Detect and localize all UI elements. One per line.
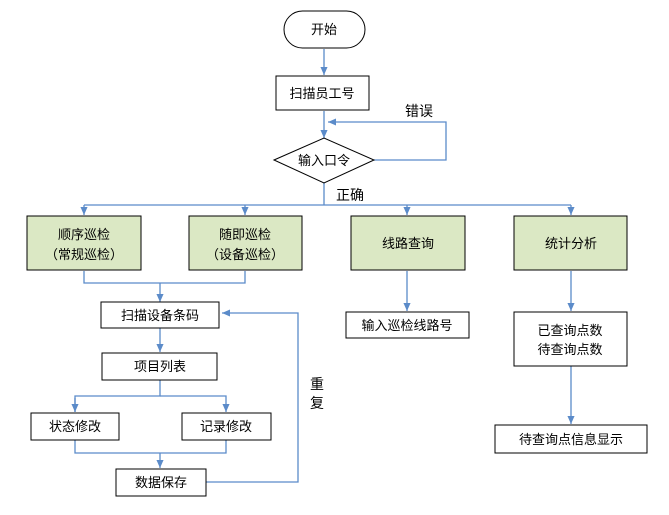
edge-seq-rand-merge [83, 271, 246, 284]
seq-inspection-box [26, 215, 142, 271]
stats-label: 统计分析 [545, 237, 597, 252]
record-edit-box [181, 412, 272, 441]
node-route-no: 输入巡检线路号 [345, 311, 470, 339]
repeat-edge-label-1: 重 [310, 377, 324, 393]
save-data-label: 数据保存 [135, 476, 187, 491]
queried-line-2: 待查询点数 [537, 343, 602, 358]
seq-inspection-title: 顺序巡检 [58, 228, 110, 243]
node-route-query: 线路查询 [350, 215, 466, 271]
rand-inspection-subtitle: （设备巡检） [206, 247, 284, 263]
edge-item-list-split [74, 380, 161, 412]
scan-barcode-label: 扫描设备条码 [121, 308, 199, 324]
password-decision-shape [272, 137, 376, 184]
route-query-box [350, 215, 466, 271]
seq-inspection-subtitle: （常规巡检） [45, 248, 123, 263]
queried-box [513, 311, 628, 367]
node-rand-inspection: 随即巡检 （设备巡检） [188, 215, 303, 271]
error-edge-label: 错误 [405, 104, 433, 120]
node-record-edit: 记录修改 [181, 412, 272, 441]
node-seq-inspection: 顺序巡检 （常规巡检） [26, 215, 142, 271]
edge-item-list-to-record [160, 395, 230, 412]
scan-id-box [275, 75, 370, 111]
scan-barcode-box [100, 301, 220, 329]
pending-info-label: 待查询点信息显示 [519, 432, 623, 448]
node-stats: 统计分析 [513, 215, 628, 271]
item-list-box [101, 352, 218, 381]
rand-inspection-title: 随即巡检 [219, 228, 271, 243]
node-scan-barcode: 扫描设备条码 [100, 301, 220, 329]
edge-repeat-loop [206, 309, 299, 483]
record-edit-label: 记录修改 [200, 420, 252, 435]
correct-edge-label: 正确 [336, 188, 364, 204]
route-no-box [345, 311, 470, 339]
node-status-edit: 状态修改 [30, 412, 120, 441]
save-data-box [115, 468, 207, 497]
node-queried: 已查询点数 待查询点数 [513, 311, 628, 367]
pending-info-box [494, 424, 648, 454]
node-save-data: 数据保存 [115, 468, 207, 497]
node-start: 开始 [283, 10, 366, 49]
route-query-label: 线路查询 [382, 236, 434, 252]
status-edit-label: 状态修改 [49, 420, 101, 435]
stats-box [513, 215, 628, 271]
route-no-label: 输入巡检线路号 [361, 318, 452, 334]
scan-id-label: 扫描员工号 [289, 87, 354, 102]
node-scan-id: 扫描员工号 [275, 75, 370, 111]
queried-line-1: 已查询点数 [537, 324, 602, 339]
edge-status-record-merge [74, 440, 227, 454]
node-pending-info: 待查询点信息显示 [494, 424, 648, 454]
node-item-list: 项目列表 [101, 352, 218, 381]
repeat-edge-label-2: 复 [310, 395, 324, 412]
status-edit-box [30, 412, 120, 441]
item-list-label: 项目列表 [134, 360, 186, 375]
rand-inspection-box [188, 215, 303, 271]
edges [71, 49, 575, 483]
node-password: 输入口令 [272, 137, 376, 184]
start-terminator-shape [283, 10, 366, 49]
password-label: 输入口令 [298, 153, 350, 169]
start-label: 开始 [311, 23, 337, 38]
edge-error-loop [328, 118, 447, 161]
